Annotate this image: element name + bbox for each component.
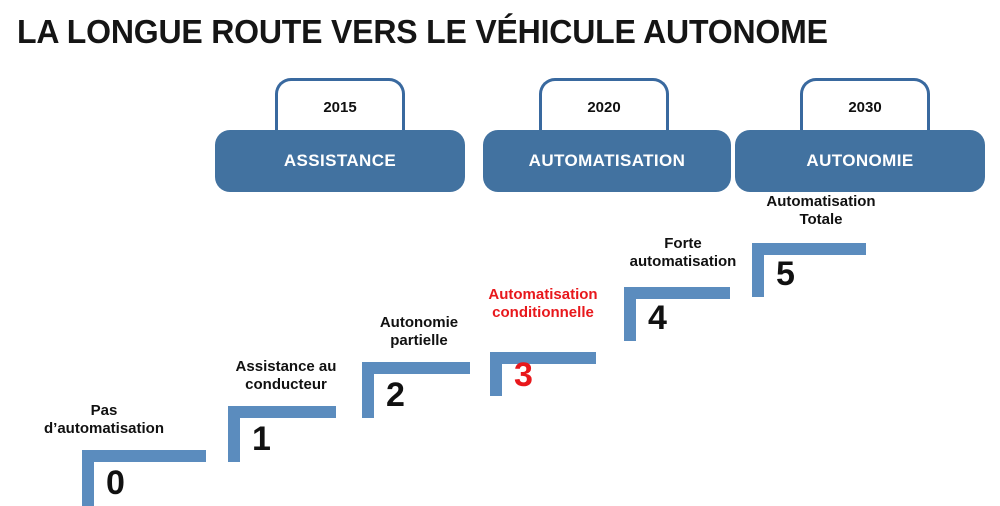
- step-number: 5: [776, 255, 795, 293]
- year-label: 2030: [848, 99, 882, 116]
- step-riser: [752, 243, 764, 297]
- step-label: Forte automatisation: [629, 235, 737, 270]
- step-riser: [228, 406, 240, 462]
- step-number: 1: [252, 420, 271, 458]
- phase-box[interactable]: AUTONOMIE: [735, 130, 985, 192]
- step-tread: [362, 362, 470, 374]
- year-label: 2015: [323, 99, 357, 116]
- step-tread: [624, 287, 730, 299]
- page-title: LA LONGUE ROUTE VERS LE VÉHICULE AUTONOM…: [17, 13, 828, 50]
- timeline-banner-2015: 2015 ASSISTANCE: [215, 78, 465, 192]
- step-number: 4: [648, 299, 667, 337]
- step-label: Automatisation conditionnelle: [488, 286, 598, 321]
- phase-label: AUTOMATISATION: [528, 151, 686, 170]
- year-label: 2020: [587, 99, 621, 116]
- step-riser: [490, 352, 502, 396]
- year-box: 2015: [275, 78, 405, 140]
- step-label: Assistance au conducteur: [235, 358, 337, 393]
- step-label: Automatisation Totale: [766, 193, 876, 228]
- phase-label: AUTONOMIE: [806, 151, 914, 170]
- step-riser: [362, 362, 374, 418]
- step-number: 3: [514, 356, 533, 394]
- step-number: 2: [386, 376, 405, 414]
- timeline-banner-2030: 2030 AUTONOMIE: [735, 78, 985, 192]
- step-tread: [490, 352, 596, 364]
- step-riser: [82, 450, 94, 506]
- step-tread: [752, 243, 866, 255]
- phase-box[interactable]: ASSISTANCE: [215, 130, 465, 192]
- phase-box[interactable]: AUTOMATISATION: [483, 130, 731, 192]
- timeline-banner-2020: 2020 AUTOMATISATION: [483, 78, 731, 192]
- step-tread: [228, 406, 336, 418]
- year-box: 2020: [539, 78, 669, 140]
- step-tread: [82, 450, 206, 462]
- step-number: 0: [106, 464, 125, 502]
- step-riser: [624, 287, 636, 341]
- step-label: Pas d’automatisation: [43, 402, 164, 437]
- year-box: 2030: [800, 78, 930, 140]
- phase-label: ASSISTANCE: [283, 151, 397, 170]
- step-label: Autonomie partielle: [379, 314, 459, 349]
